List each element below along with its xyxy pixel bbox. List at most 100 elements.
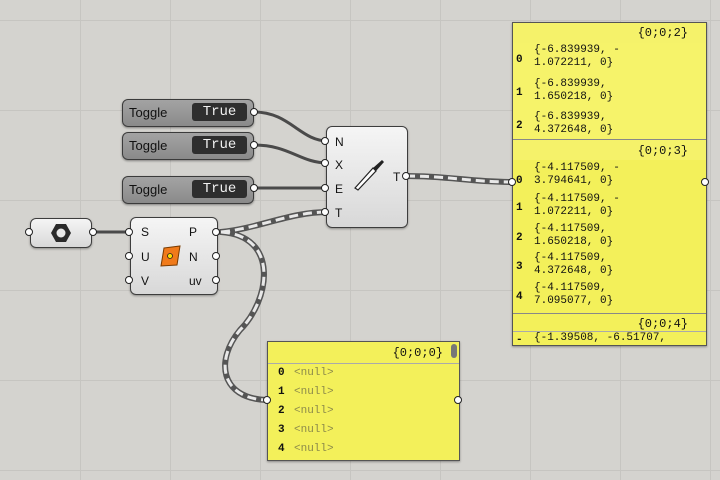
port-s[interactable] (125, 228, 133, 236)
item-value-line1: {-4.117509, - (534, 162, 620, 174)
port-t-output[interactable] (402, 172, 410, 180)
item-value-line1: {-4.117509, - (534, 193, 620, 205)
port-x[interactable] (321, 159, 329, 167)
wire-P-T (220, 210, 329, 234)
output-label-p: P (189, 225, 198, 239)
panel-top-output-port[interactable] (701, 178, 709, 186)
output-label-uv: uv (189, 274, 202, 288)
output-label-n: N (189, 250, 198, 264)
port-e[interactable] (321, 184, 329, 192)
item-value-line2: 7.095077, 0} (534, 295, 614, 307)
item-value: <null> (294, 443, 334, 455)
data-panel-top[interactable]: {0;0;2} 0 {-6.839939, - 1.072211, 0} 1 {… (512, 22, 707, 346)
item-index: - (516, 334, 523, 346)
item-value-line1: {-6.839939, (534, 111, 607, 123)
toggle-label: Toggle (129, 105, 168, 120)
branch-path: {0;0;0} (392, 346, 443, 360)
input-label-x: X (335, 158, 344, 172)
item-value: <null> (294, 367, 334, 379)
wire-P-bottompanel (220, 230, 267, 402)
item-index: 2 (278, 405, 285, 417)
wire-toggle2-X (253, 143, 329, 165)
wire-T-panel-outer (403, 173, 516, 185)
panel-scrollbar[interactable] (451, 344, 457, 358)
boolean-toggle-2[interactable]: Toggle True (122, 132, 254, 160)
wire-P-T-outer (218, 209, 331, 235)
branch-path: {0;0;2} (637, 26, 688, 40)
toggle-value[interactable]: True (192, 180, 247, 198)
item-value-line2: 1.650218, 0} (534, 236, 614, 248)
item-index: 4 (516, 291, 523, 303)
input-label-e: E (335, 182, 344, 196)
panel-top-input-port[interactable] (508, 178, 516, 186)
wire-P-bottompanel-outer (218, 229, 269, 403)
port-p[interactable] (212, 228, 220, 236)
data-panel-bottom[interactable]: {0;0;0} 0 <null> 1 <null> 2 <null> 3 <nu… (267, 341, 460, 461)
item-value-line2: 4.372648, 0} (534, 265, 614, 277)
input-label-u: U (141, 250, 150, 264)
item-value-line2: 1.072211, 0} (534, 57, 614, 69)
knife-shatter-icon (354, 160, 384, 191)
toggle-label: Toggle (129, 138, 168, 153)
port-t[interactable] (321, 208, 329, 216)
divider (513, 331, 706, 332)
toggle-3-output-port[interactable] (250, 184, 258, 192)
input-label-v: V (141, 274, 150, 288)
hex-input-port[interactable] (25, 228, 33, 236)
port-uv[interactable] (212, 276, 220, 284)
item-value-line1: {-4.117509, (534, 223, 607, 235)
boolean-toggle-3[interactable]: Toggle True (122, 176, 254, 204)
panel-bottom-output-port[interactable] (454, 396, 462, 404)
panel-bottom-input-port[interactable] (263, 396, 271, 404)
branch-header (513, 140, 706, 160)
item-index: 0 (278, 367, 285, 379)
shatter-component[interactable]: N X E T T (326, 126, 408, 228)
item-index: 0 (516, 175, 523, 187)
input-label-n: N (335, 135, 344, 149)
hex-output-port[interactable] (89, 228, 97, 236)
item-value: <null> (294, 424, 334, 436)
toggle-label: Toggle (129, 182, 168, 197)
hexagon-param-icon (51, 224, 71, 242)
item-value-line2: 1.650218, 0} (534, 91, 614, 103)
wire-toggle1-N (253, 110, 329, 143)
wire-T-panel (405, 174, 514, 184)
item-value-line1: {-1.39508, -6.51707, (534, 332, 667, 344)
toggle-value[interactable]: True (192, 136, 247, 154)
item-index: 4 (278, 443, 285, 455)
branch-body (513, 43, 706, 148)
item-value: <null> (294, 405, 334, 417)
item-index: 2 (516, 120, 523, 132)
item-index: 1 (516, 202, 523, 214)
input-label-s: S (141, 225, 150, 239)
divider (268, 363, 459, 364)
item-index: 0 (516, 54, 523, 66)
evaluate-surface-component[interactable]: S U V P N uv (130, 217, 218, 295)
item-index: 1 (516, 87, 523, 99)
port-n[interactable] (212, 252, 220, 260)
item-value-line1: {-6.839939, - (534, 44, 620, 56)
toggle-1-output-port[interactable] (250, 108, 258, 116)
item-value-line2: 4.372648, 0} (534, 124, 614, 136)
item-index: 3 (516, 261, 523, 273)
item-value-line2: 1.072211, 0} (534, 206, 614, 218)
item-value-line2: 3.794641, 0} (534, 175, 614, 187)
divider (513, 139, 706, 140)
branch-path: {0;0;4} (637, 317, 688, 331)
surface-param-component[interactable] (30, 218, 92, 248)
toggle-value[interactable]: True (192, 103, 247, 121)
input-label-t: T (335, 206, 343, 220)
item-value-line1: {-4.117509, (534, 282, 607, 294)
branch-header (513, 23, 706, 43)
port-u[interactable] (125, 252, 133, 260)
item-value-line1: {-6.839939, (534, 78, 607, 90)
item-index: 2 (516, 232, 523, 244)
port-v[interactable] (125, 276, 133, 284)
boolean-toggle-1[interactable]: Toggle True (122, 99, 254, 127)
surface-patch-icon (160, 245, 181, 267)
divider (513, 313, 706, 314)
toggle-2-output-port[interactable] (250, 141, 258, 149)
item-value-line1: {-4.117509, (534, 252, 607, 264)
branch-path: {0;0;3} (637, 144, 688, 158)
port-n[interactable] (321, 137, 329, 145)
